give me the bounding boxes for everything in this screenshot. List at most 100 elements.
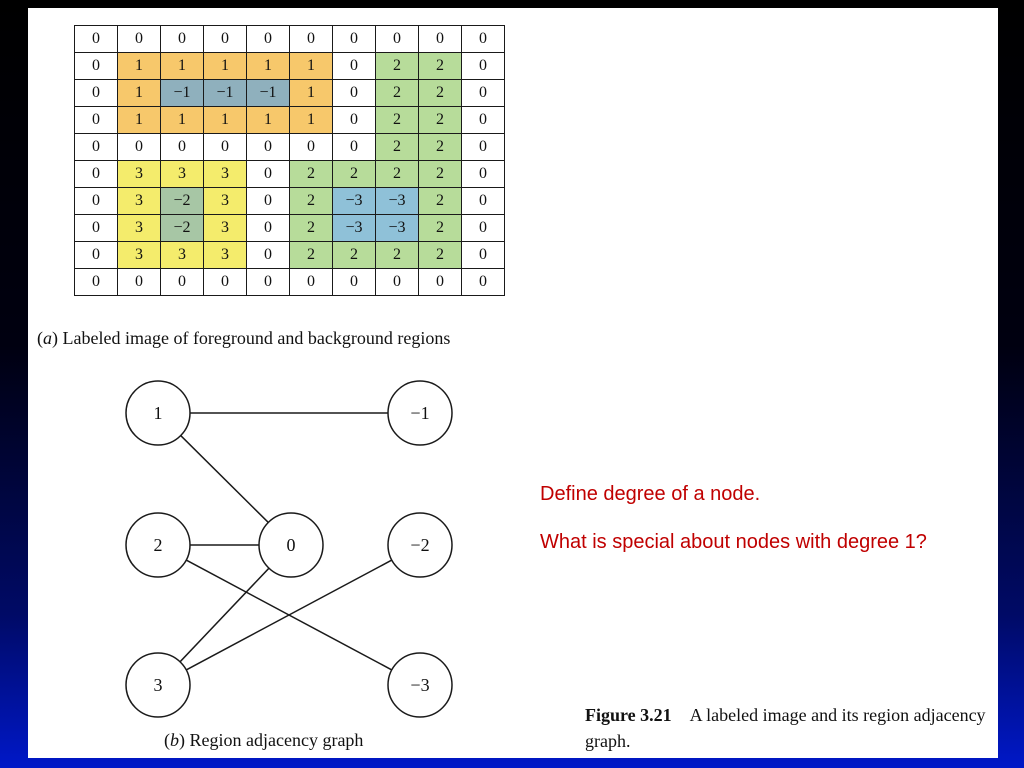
node-label: 1 — [154, 403, 163, 423]
region-adjacency-graph: 1 −1 2 0 −2 3 −3 — [125, 380, 453, 718]
grid-cell: 0 — [332, 268, 376, 296]
node-circle — [387, 652, 453, 718]
grid-cell: 0 — [289, 268, 333, 296]
figure-number: Figure 3.21 — [585, 705, 672, 725]
caption-adjacency-graph: (b) Region adjacency graph — [164, 730, 364, 750]
graph-node: −1 — [387, 380, 453, 446]
grid-cell: 0 — [461, 133, 505, 161]
node-circle — [125, 652, 191, 718]
grid-cell: 3 — [117, 214, 161, 242]
graph-edge — [179, 567, 270, 663]
graph-edge — [185, 559, 393, 671]
caption-letter-a: a — [43, 328, 52, 348]
graph-node: 3 — [125, 652, 191, 718]
grid-cell: 0 — [160, 133, 204, 161]
grid-cell: 1 — [289, 52, 333, 80]
grid-cell: −3 — [332, 187, 376, 215]
grid-cell: 2 — [375, 133, 419, 161]
grid-cell: 1 — [160, 106, 204, 134]
grid-cell: 1 — [117, 106, 161, 134]
grid-cell: 2 — [418, 106, 462, 134]
node-label: 0 — [287, 535, 296, 555]
graph-node: −3 — [387, 652, 453, 718]
grid-cell: 1 — [246, 106, 290, 134]
grid-cell: 0 — [74, 133, 118, 161]
node-label: 3 — [154, 675, 163, 695]
grid-cell: 2 — [418, 241, 462, 269]
grid-cell: 3 — [203, 241, 247, 269]
grid-cell: 2 — [375, 106, 419, 134]
node-circle — [387, 512, 453, 578]
caption-b-text: Region adjacency graph — [189, 730, 364, 750]
grid-cell: 0 — [461, 160, 505, 188]
grid-cell: 0 — [246, 268, 290, 296]
graph-node: −2 — [387, 512, 453, 578]
grid-cell: 0 — [160, 268, 204, 296]
caption-a-text: Labeled image of foreground and backgrou… — [62, 328, 451, 348]
grid-cell: 3 — [117, 160, 161, 188]
node-label: −1 — [410, 403, 429, 423]
grid-cell: 0 — [461, 268, 505, 296]
grid-cell: 1 — [246, 52, 290, 80]
grid-cell: 0 — [461, 52, 505, 80]
grid-cell: 0 — [461, 187, 505, 215]
grid-cell: 0 — [74, 160, 118, 188]
caption-labeled-image: (a) Labeled image of foreground and back… — [37, 328, 451, 348]
node-circle — [258, 512, 324, 578]
grid-cell: 0 — [246, 214, 290, 242]
grid-cell: 2 — [375, 79, 419, 107]
graph-node: 1 — [125, 380, 191, 446]
grid-cell: −1 — [203, 79, 247, 107]
grid-cell: 0 — [117, 133, 161, 161]
graph-edge — [180, 435, 269, 523]
question-box: Define degree of a node. What is special… — [540, 482, 960, 554]
grid-cell: 0 — [74, 241, 118, 269]
question-degree: Define degree of a node. — [540, 483, 761, 505]
grid-cell: 0 — [332, 106, 376, 134]
grid-cell: 2 — [289, 241, 333, 269]
grid-cell: −2 — [160, 214, 204, 242]
node-label: 2 — [154, 535, 163, 555]
question-degree-one: What is special about nodes with degree … — [540, 531, 927, 553]
node-circle — [125, 380, 191, 446]
grid-cell: −2 — [160, 187, 204, 215]
grid-cell: 1 — [289, 106, 333, 134]
grid-cell: 0 — [289, 25, 333, 53]
grid-cell: −1 — [160, 79, 204, 107]
grid-cell: 0 — [74, 268, 118, 296]
grid-cell: 1 — [160, 52, 204, 80]
grid-cell: 0 — [246, 160, 290, 188]
grid-cell: 1 — [289, 79, 333, 107]
grid-cell: 0 — [246, 241, 290, 269]
grid-cell: 2 — [418, 214, 462, 242]
node-label: −2 — [410, 535, 429, 555]
graph-node: 0 — [258, 512, 324, 578]
grid-cell: 0 — [461, 25, 505, 53]
grid-cell: −3 — [332, 214, 376, 242]
grid-cell: 1 — [203, 106, 247, 134]
grid-cell: 0 — [246, 25, 290, 53]
grid-cell: 0 — [117, 268, 161, 296]
node-circle — [387, 380, 453, 446]
grid-cell: 3 — [203, 160, 247, 188]
node-label: −3 — [410, 675, 429, 695]
node-circle — [125, 512, 191, 578]
grid-cell: −3 — [375, 187, 419, 215]
grid-cell: 2 — [289, 187, 333, 215]
grid-cell: 1 — [117, 52, 161, 80]
caption-letter-b: b — [170, 730, 179, 750]
figure-caption-text: A labeled image and its region adjacency… — [585, 705, 986, 751]
grid-cell: 2 — [418, 52, 462, 80]
grid-cell: 3 — [203, 214, 247, 242]
